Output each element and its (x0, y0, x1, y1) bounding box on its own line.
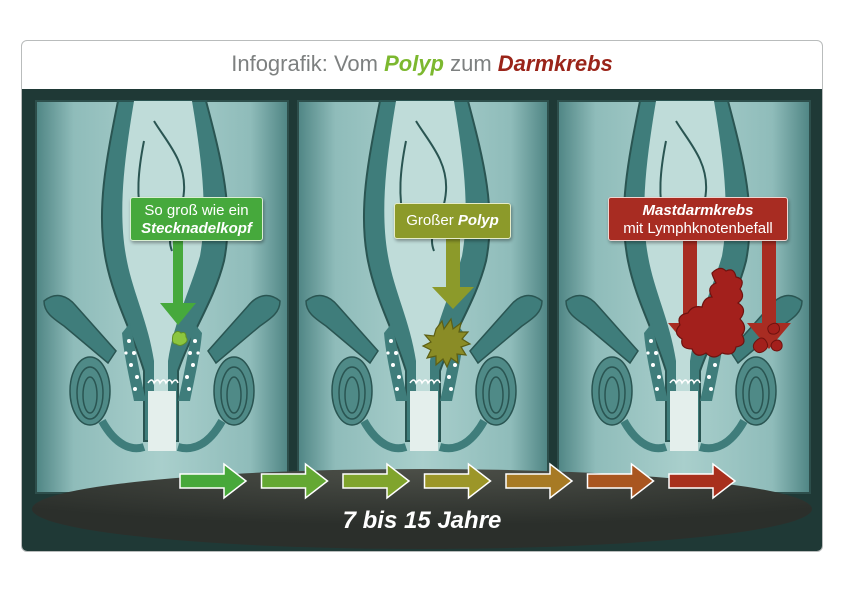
callout-3-line2: mit Lymphknotenbefall (623, 220, 773, 237)
timeline-arrow (260, 462, 329, 500)
callout-1-line2: Stecknadelkopf (141, 220, 252, 237)
callout-1-line1: So groß wie ein (144, 202, 249, 219)
title-polyp: Polyp (384, 51, 444, 76)
callout-small-polyp: So groß wie ein Stecknadelkopf (130, 197, 263, 241)
timeline-arrows (179, 462, 737, 500)
timeline-arrow (505, 462, 574, 500)
callout-cancer: Mastdarmkrebs mit Lymphknotenbefall (608, 197, 788, 241)
title-middle: zum (444, 51, 498, 76)
title-prefix: Infografik: Vom (231, 51, 385, 76)
large-polyp (421, 317, 472, 369)
callout-large-polyp: Großer Polyp (394, 203, 511, 239)
tumor (675, 267, 746, 358)
callout-2-emph: Polyp (457, 212, 499, 229)
pointer-arrow-cancer-right (747, 241, 791, 349)
timeline-label: 7 bis 15 Jahre (342, 507, 502, 534)
timeline-arrow (342, 462, 411, 500)
timeline-arrow (423, 462, 492, 500)
title-krebs: Darmkrebs (497, 51, 613, 76)
infographic-frame: Infografik: Vom Polyp zum Darmkrebs (21, 40, 823, 552)
timeline-arrow (586, 462, 655, 500)
diagram-stage: So groß wie ein Stecknadelkopf Großer Po… (22, 89, 822, 551)
lymph-node-1 (752, 337, 769, 354)
callout-2-prefix: Großer (406, 212, 458, 229)
lymph-node-2 (767, 322, 780, 335)
pointer-arrow-small (160, 241, 196, 325)
anatomy-scene (32, 89, 812, 549)
panel-2-background (297, 101, 549, 494)
timeline-arrow (179, 462, 248, 500)
panel-1-background (35, 101, 289, 494)
page-title: Infografik: Vom Polyp zum Darmkrebs (22, 41, 822, 89)
small-polyp (171, 330, 188, 346)
lymph-node-3 (770, 339, 783, 352)
pointer-arrow-large (432, 239, 474, 309)
timeline-arrow (668, 462, 737, 500)
callout-3-line1: Mastdarmkrebs (642, 202, 754, 219)
